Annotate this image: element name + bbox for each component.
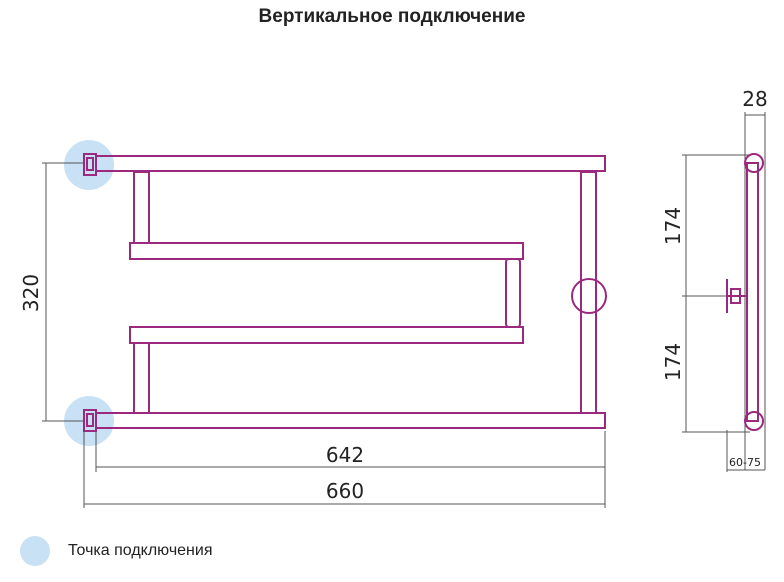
bottom-bar xyxy=(95,412,606,429)
height-dim-label: 320 xyxy=(19,274,43,312)
fitting-top-inner xyxy=(86,157,94,171)
towel-rail-front-view xyxy=(83,153,607,432)
lower-dim-label: 174 xyxy=(661,343,685,381)
top-bar xyxy=(95,155,606,172)
towel-rail-side-view xyxy=(682,112,766,472)
front-dimensions xyxy=(42,162,606,508)
connection-point-bottom xyxy=(64,396,114,446)
outer-width-dim-label: 660 xyxy=(326,479,364,503)
connection-point-top xyxy=(64,140,114,190)
fitting-top xyxy=(83,153,97,176)
left-riser-lower xyxy=(133,342,150,414)
middle-connector xyxy=(505,258,521,328)
side-pipe-top-end xyxy=(744,153,764,173)
inner-width-dim-label: 642 xyxy=(326,443,364,467)
fitting-bottom-inner xyxy=(86,413,94,427)
wall-bracket xyxy=(571,278,607,314)
side-pipe-bottom-end xyxy=(744,411,764,431)
wall-gap-dim-label: 60-75 xyxy=(729,456,761,469)
middle-bar-lower xyxy=(129,326,524,344)
diagram-title: Вертикальное подключение xyxy=(258,6,526,27)
connection-point-swatch xyxy=(20,536,50,566)
left-riser-upper xyxy=(133,171,150,244)
right-riser xyxy=(580,171,597,414)
legend: Точка подключения xyxy=(20,536,212,566)
side-pipe xyxy=(746,162,759,422)
depth-dim-label: 28 xyxy=(742,87,767,111)
upper-dim-label: 174 xyxy=(661,207,685,245)
middle-bar-upper xyxy=(129,242,524,260)
legend-label: Точка подключения xyxy=(68,542,213,559)
side-bracket-body xyxy=(730,288,741,304)
